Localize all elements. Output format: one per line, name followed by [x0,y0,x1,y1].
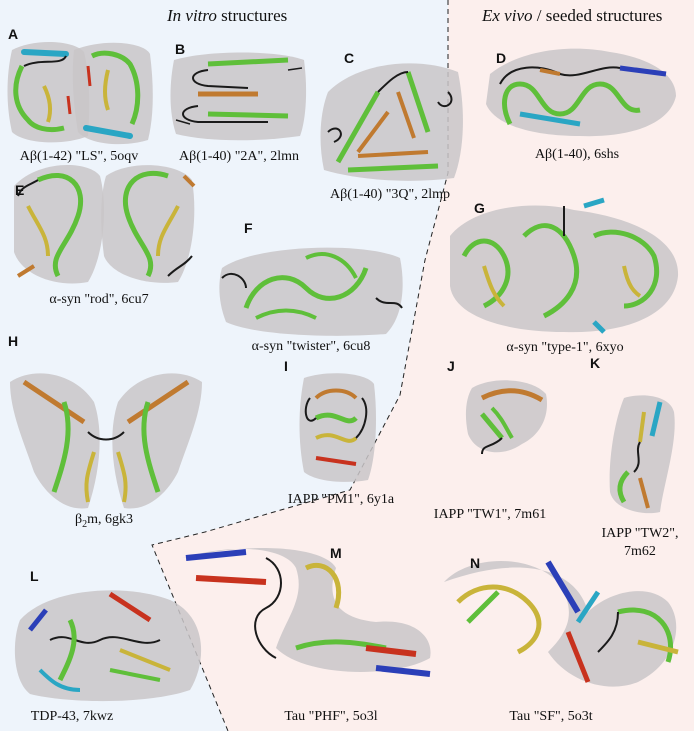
ex-vivo-header-italic: Ex vivo [482,6,533,25]
panel-letter-b: B [175,41,186,57]
in-vitro-header: In vitro structures [167,6,287,26]
caption-c: Aβ(1-40) "3Q", 2lmp [329,187,451,202]
caption-h-main: β [74,512,83,527]
panel-letter-i: I [284,358,288,374]
ex-vivo-region [152,0,694,731]
structure-b-illustration [170,52,307,141]
caption-j: IAPP "TW1", 7m61 [433,507,547,522]
panel-letter-n: N [470,555,481,571]
structure-l-illustration [14,590,202,702]
caption-f: α-syn "twister", 6cu8 [251,339,371,354]
caption-b: Aβ(1-40) "2A", 2lmn [178,149,300,164]
panel-letter-j: J [447,358,455,374]
caption-h: β2m, 6gk3 [75,512,133,530]
caption-i: IAPP "PM1", 6y1a [287,492,395,507]
structure-a-illustration [7,41,153,145]
caption-n: Tau "SF", 5o3t [509,709,593,724]
panel-letter-h: H [8,333,19,349]
structure-n-illustration [444,560,679,687]
panel-letter-m: M [330,545,342,561]
caption-h-rest: m, 6gk3 [87,512,134,527]
panel-letter-g: G [474,200,485,216]
panel-letter-e: E [15,182,25,198]
ex-vivo-header-rest: / seeded structures [532,6,663,25]
panel-letter-f: F [244,220,253,236]
panel-letter-a: A [8,26,19,42]
caption-a: Aβ(1-42) "LS", 5oqv [19,149,139,164]
structure-e-illustration [14,165,196,284]
caption-k-line1: IAPP "TW2", [601,526,679,541]
ex-vivo-header: Ex vivo / seeded structures [482,6,662,26]
structure-h-illustration [10,373,202,509]
panel-letter-k: K [590,355,601,371]
structure-j-illustration [465,380,547,455]
caption-d: Aβ(1-40), 6shs [534,147,620,162]
caption-l: TDP-43, 7kwz [30,709,114,724]
in-vitro-header-rest: structures [216,6,288,25]
caption-e: α-syn "rod", 6cu7 [49,292,149,307]
structure-f-illustration [219,247,403,336]
caption-m: Tau "PHF", 5o3l [284,709,378,724]
structure-m-illustration [182,547,431,677]
structure-k-illustration [609,395,675,514]
panel-letter-c: C [344,50,355,66]
caption-h-subscript: 2 [82,518,88,530]
caption-k-line2: 7m62 [624,544,656,559]
caption-g: α-syn "type-1", 6xyo [506,340,624,355]
caption-k: IAPP "TW2", 7m62 [601,525,678,561]
in-vitro-header-italic: In vitro [167,6,217,25]
panel-letter-l: L [30,568,39,584]
structure-d-illustration [486,48,676,137]
structure-g-illustration [450,197,679,334]
structure-i-illustration [299,373,376,482]
panel-letter-d: D [496,50,507,66]
structure-c-illustration [320,63,463,181]
